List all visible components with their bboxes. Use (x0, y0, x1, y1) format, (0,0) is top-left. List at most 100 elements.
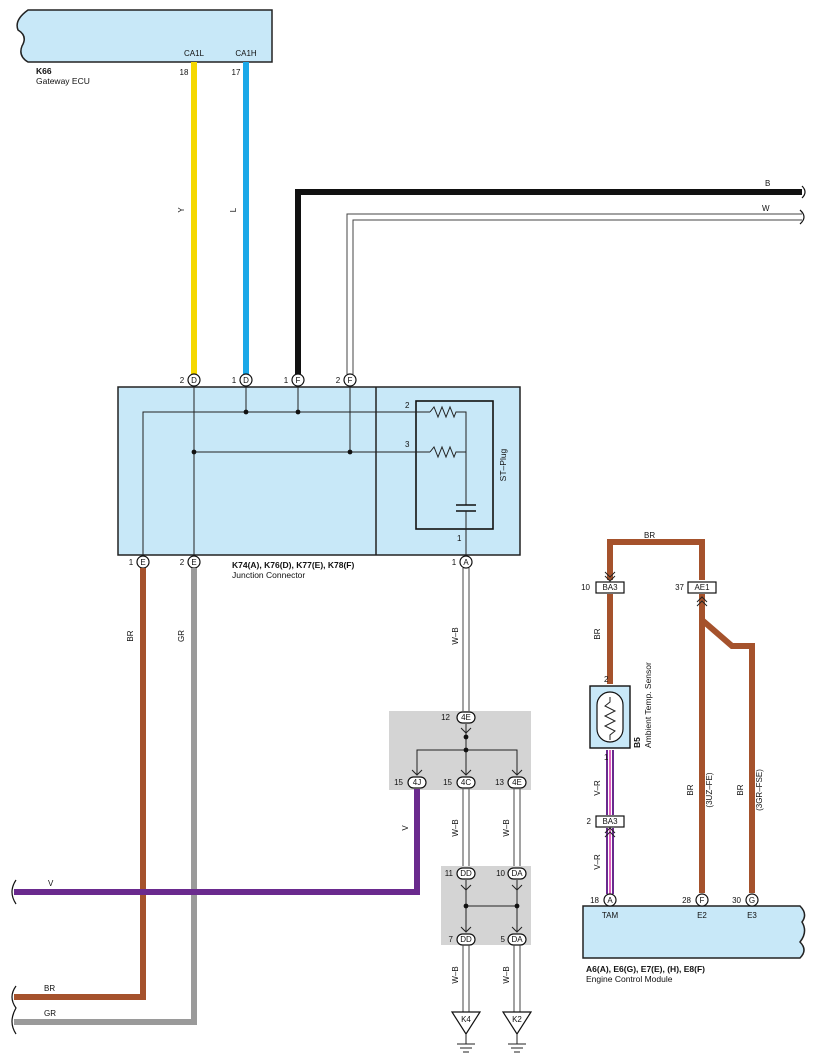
wires-wb-ground: W–B W–B (451, 945, 521, 1012)
pin-no: 7 (449, 935, 454, 944)
wires-wb-mid: W–B W–B (451, 789, 521, 866)
pin-no: 1 (232, 376, 237, 385)
sensor-name: Ambient Temp. Sensor (643, 662, 653, 748)
j2-pin-da-bot: DA (511, 935, 523, 944)
wire-label-l: L (229, 207, 238, 212)
wire-label-br-top: BR (644, 531, 655, 540)
wire-label-v: V (401, 825, 410, 831)
wire-label-br-e2: BR (686, 784, 695, 795)
ground-label-k4: K4 (461, 1015, 471, 1024)
pin-no: 2 (587, 817, 592, 826)
junction-inner-2: 2 (405, 401, 410, 410)
ecm-pin-e2: E2 (697, 911, 707, 920)
pin-no: 1 (284, 376, 289, 385)
pin-no: 1 (129, 558, 134, 567)
ae1-code: AE1 (694, 583, 710, 592)
ba3-top-code: BA3 (602, 583, 618, 592)
pin-e-a: E (140, 558, 145, 567)
gateway-pin-17: 17 (232, 68, 241, 77)
pin-no: 18 (590, 896, 599, 905)
connector-ae1: AE1 37 (675, 581, 717, 607)
gateway-ecu: CA1L CA1H 18 17 K66 Gateway ECU (16, 9, 273, 86)
j1-pin-4c: 4C (461, 778, 471, 787)
ecm-pin-f: F (700, 896, 705, 905)
ecm-pin-e3: E3 (747, 911, 757, 920)
junction-inner-3: 3 (405, 440, 410, 449)
connector-ba3-bottom: BA3 2 (587, 815, 625, 838)
j2-pin-dd-top: DD (460, 869, 472, 878)
ecm-name: Engine Control Module (586, 974, 673, 984)
wire-label-vr-1: V–R (593, 780, 602, 796)
pin-no: 12 (441, 713, 450, 722)
wires-power: B W (295, 179, 806, 374)
ground-label-k2: K2 (512, 1015, 522, 1024)
wire-label-wb-4: W–B (451, 966, 460, 983)
gateway-name: Gateway ECU (36, 76, 90, 86)
pin-a: A (463, 558, 469, 567)
ba3-bot-code: BA3 (602, 817, 618, 826)
j2-pin-da-top: DA (511, 869, 523, 878)
wire-label-b: B (765, 179, 770, 188)
pin-no: 2 (180, 376, 185, 385)
wire-wb-trunk: W–B (451, 568, 470, 711)
junction-ids: K74(A), K76(D), K77(E), K78(F) (232, 560, 354, 570)
ecm-pin-a: A (607, 896, 613, 905)
wires-can: Y L (177, 62, 249, 374)
wires-right: BR BR BR (3UZ–FE) BR (3GR–FSE) V–R V–R (593, 531, 764, 894)
pin-no: 1 (452, 558, 457, 567)
pin-no: 11 (445, 869, 454, 878)
junction-inner-1: 1 (457, 534, 462, 543)
wire-label-3gr: (3GR–FSE) (755, 769, 764, 811)
sensor-pin-2: 2 (604, 675, 609, 684)
wire-label-gr-left: GR (44, 1009, 56, 1018)
pin-d-a: D (191, 376, 197, 385)
wire-label-v-left: V (48, 879, 54, 888)
ecm-pin-tam: TAM (602, 911, 619, 920)
gateway-id: K66 (36, 66, 52, 76)
j2-pin-dd-bot: DD (460, 935, 472, 944)
wire-label-gr: GR (177, 630, 186, 642)
wire-label-3uz: (3UZ–FE) (705, 772, 714, 807)
gateway-pin-ca1h: CA1H (235, 49, 257, 58)
pin-f-b: F (348, 376, 353, 385)
pin-no: 13 (495, 778, 504, 787)
pin-no: 2 (180, 558, 185, 567)
pin-no: 30 (732, 896, 741, 905)
ecm-ids: A6(A), E6(G), E7(E), (H), E8(F) (586, 964, 705, 974)
junction-connector: 2 3 1 ST–Plug K74(A), K76(D), K77(E), K7… (117, 386, 521, 580)
connector-ba3-top: BA3 10 (581, 571, 625, 594)
wire-label-wb-1: W–B (451, 627, 460, 644)
wire-label-y: Y (177, 207, 186, 213)
engine-control-module: A 18 TAM F 28 E2 G 30 E3 A6(A), E6(G), E… (582, 893, 806, 984)
junction-top-pins: D 2 D 1 F 1 F 2 (180, 373, 357, 387)
sensor-id: B5 (632, 737, 642, 748)
pin-no: 10 (581, 583, 590, 592)
wire-label-br: BR (126, 630, 135, 641)
wire-label-br-left: BR (44, 984, 55, 993)
pin-no: 15 (394, 778, 403, 787)
st-plug-label: ST–Plug (498, 448, 508, 481)
j1-pin-4e: 4E (512, 778, 522, 787)
wire-label-wb-2: W–B (451, 819, 460, 836)
joint-connector-2: DD 11 DA 10 DD 7 DA 5 (441, 866, 531, 946)
pin-f-a: F (296, 376, 301, 385)
pin-no: 28 (682, 896, 691, 905)
joint-connector-1: 4E 12 4J 15 4C 15 4E 13 (389, 711, 531, 790)
wire-label-br-sensor: BR (593, 628, 602, 639)
sensor-pin-1: 1 (604, 753, 609, 762)
wire-label-br-e3: BR (736, 784, 745, 795)
ground-k2: K2 (501, 1011, 533, 1053)
ecm-pin-g: G (749, 896, 755, 905)
pin-no: 2 (336, 376, 341, 385)
pin-no: 37 (675, 583, 684, 592)
ambient-temp-sensor: 2 1 B5 Ambient Temp. Sensor (589, 662, 653, 762)
pin-no: 15 (443, 778, 452, 787)
wire-label-vr-2: V–R (593, 854, 602, 870)
wire-label-wb-5: W–B (502, 966, 511, 983)
pin-no: 10 (496, 869, 505, 878)
wire-label-w: W (762, 204, 770, 213)
gateway-pin-ca1l: CA1L (184, 49, 205, 58)
wires-left: BR GR BR GR (11, 568, 197, 1035)
gateway-pin-18: 18 (180, 68, 189, 77)
